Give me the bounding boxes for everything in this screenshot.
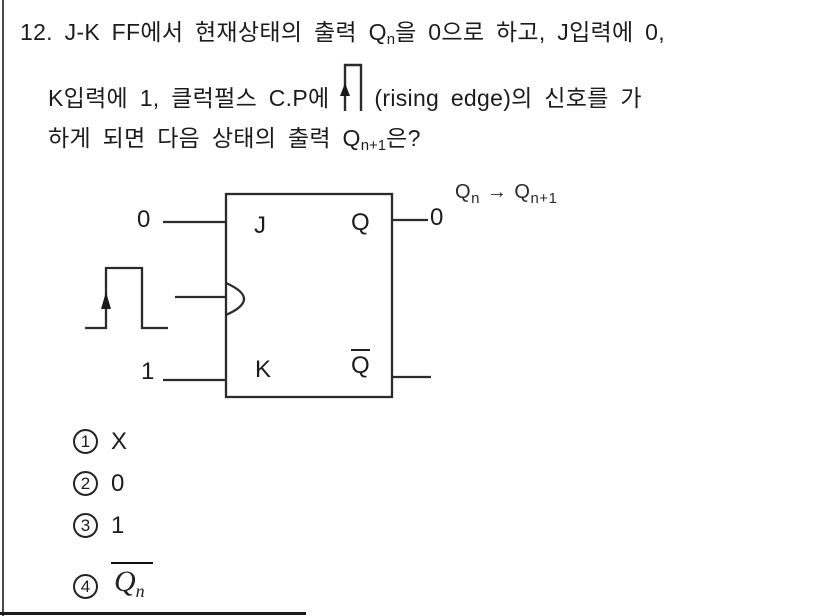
option-4-label: Qn — [111, 562, 153, 600]
option-4-number-badge: 4 — [73, 574, 98, 599]
q-pin-label: Q — [351, 209, 370, 236]
question-line-2-tail: (rising edge)의 신호를 가 — [374, 84, 642, 111]
option-1-number-badge: 1 — [73, 429, 98, 454]
question-line-3-tail: 은? — [386, 125, 421, 151]
j-pin-label: J — [254, 212, 266, 239]
option-2-label: 0 — [111, 469, 125, 497]
qbar-pin-label: Q — [351, 349, 370, 378]
clock-pulse-waveform — [85, 266, 168, 330]
q-subscript-n1: n+1 — [360, 137, 387, 154]
up-arrow-icon — [340, 83, 351, 96]
question-line-3: 하게 되면 다음 상태의 출력 Qn+1은? — [48, 119, 421, 154]
option-row-3[interactable]: 3 1 — [73, 513, 124, 538]
rising-edge-arrow-icon — [101, 292, 111, 309]
page-left-rule — [2, 0, 4, 616]
option-2-number-badge: 2 — [73, 471, 98, 496]
j-input-value: 0 — [137, 206, 151, 233]
option-row-2[interactable]: 2 0 — [73, 471, 124, 496]
option-1-label: X — [111, 427, 128, 455]
question-line-1: 12. J-K FF에서 현재상태의 출력 Qn을 0으로 하고, J입력에 0… — [20, 13, 665, 48]
question-line-1-text: J-K FF에서 현재상태의 출력 Q — [64, 19, 387, 45]
rising-edge-pulse-icon — [340, 63, 363, 111]
question-line-3-text: 하게 되면 다음 상태의 출력 Q — [48, 125, 361, 151]
page-bottom-rule — [0, 612, 306, 615]
qn-symbol: Q — [455, 181, 472, 203]
state-transition-label: Qn→Qn+1 — [455, 181, 558, 207]
q-subscript-n: n — [386, 31, 396, 48]
option-3-number-badge: 3 — [73, 513, 98, 538]
k-pin-label: K — [255, 356, 272, 383]
clock-edge-chevron-icon — [225, 281, 246, 317]
question-number: 12. — [20, 19, 53, 45]
q-output-value: 0 — [430, 204, 444, 231]
option-row-4[interactable]: 4 Qn — [73, 562, 153, 600]
question-line-2-text: K입력에 1, 클럭펄스 C.P에 — [48, 84, 330, 111]
arrow-right-icon: → — [486, 181, 508, 203]
question-line-1-tail: 을 0으로 하고, J입력에 0, — [395, 19, 665, 45]
qn1-symbol: Q — [514, 181, 531, 203]
option-row-1[interactable]: 1 X — [73, 429, 127, 454]
jk-flipflop-diagram — [85, 192, 431, 399]
flipflop-box — [224, 192, 394, 399]
option-3-label: 1 — [111, 511, 125, 539]
question-line-2: K입력에 1, 클럭펄스 C.P에 (rising edge)의 신호를 가 — [48, 58, 642, 112]
k-input-value: 1 — [141, 358, 155, 385]
